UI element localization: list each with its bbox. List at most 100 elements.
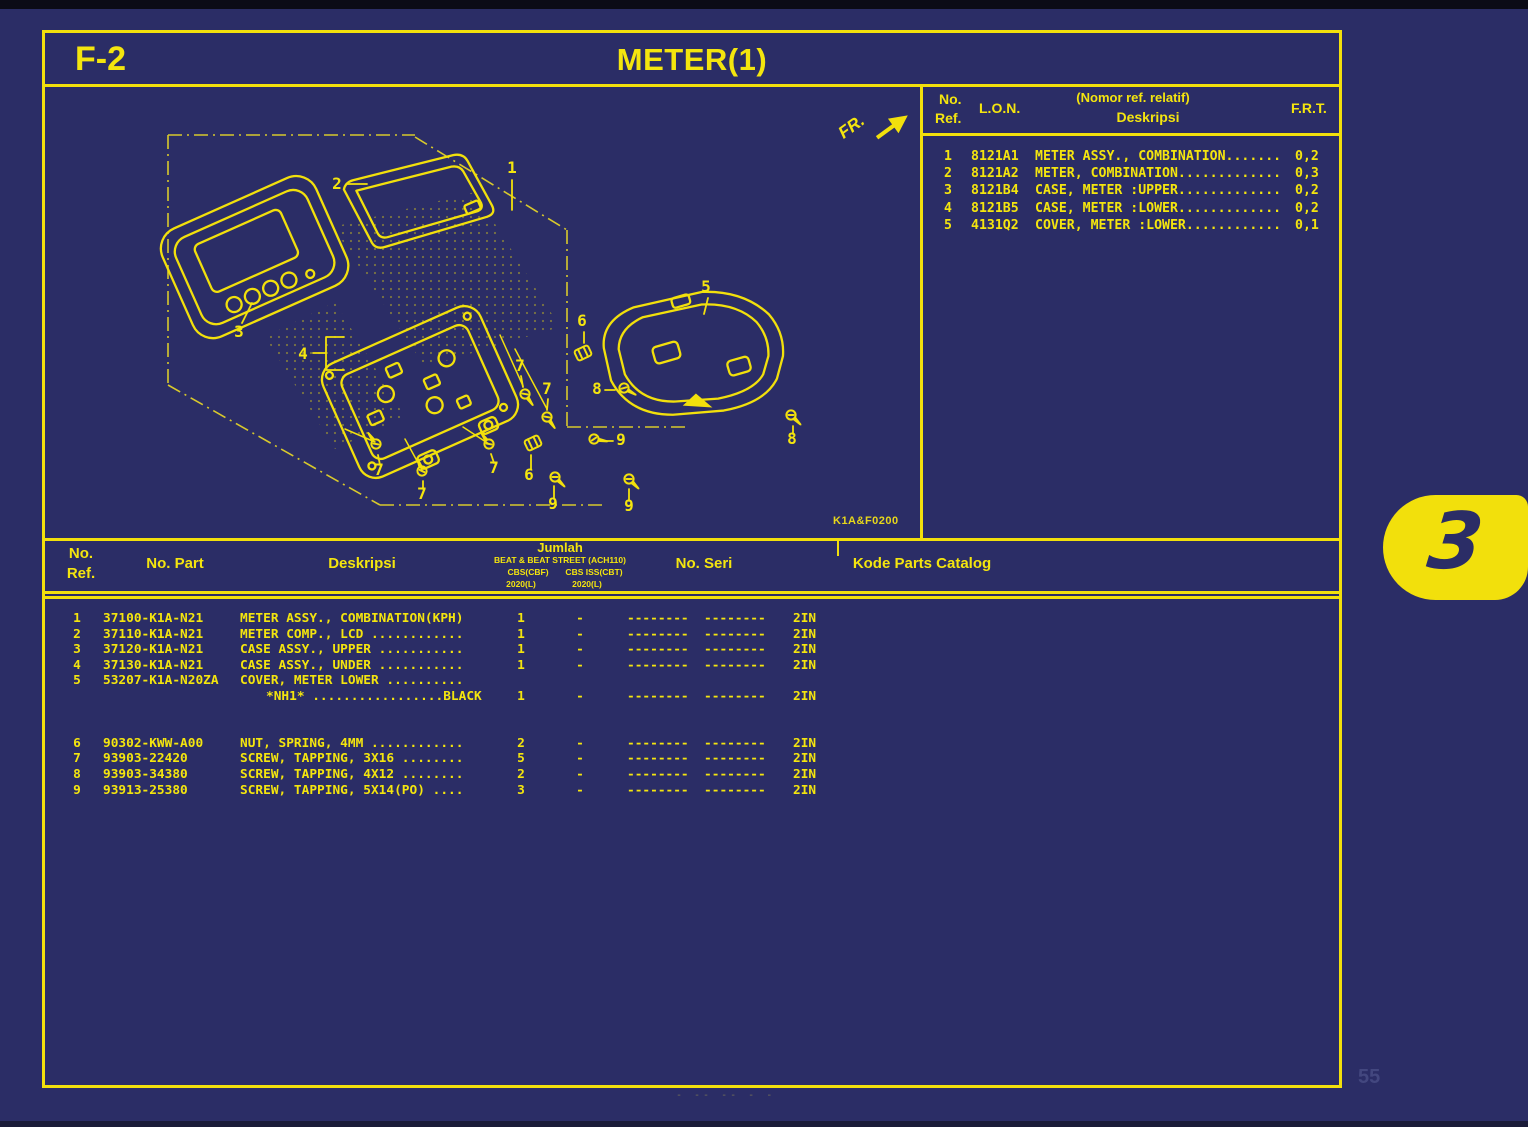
parts-cell-kode: 2IN	[793, 657, 817, 673]
header-divider-tick	[837, 540, 839, 556]
col-desk-note: (Nomor ref. relatif)	[1076, 90, 1190, 105]
col-deskripsi: Deskripsi	[328, 555, 396, 572]
parts-cell-q2: -	[576, 751, 584, 767]
parts-cell-desc: *NH1* .................BLACK	[266, 688, 482, 704]
parts-cell-no: 1	[73, 611, 81, 626]
parts-cell-ser: -------- --------	[627, 657, 766, 673]
parts-table-header: No. Ref. No. Part Deskripsi Jumlah BEAT …	[45, 540, 1339, 594]
lon-reference-table: No. Ref. L.O.N. (Nomor ref. relatif) Des…	[920, 87, 1339, 538]
screw-8	[783, 407, 806, 430]
callout-number-4: 4	[298, 344, 308, 363]
parts-cell-part: 37130-K1A-N21	[103, 657, 204, 673]
ref-cell-no: 2	[944, 166, 952, 182]
callout-number-6: 6	[577, 311, 587, 330]
col-frt: F.R.T.	[1291, 100, 1327, 116]
parts-cell-no: 5	[73, 673, 81, 689]
parts-cell-no: 9	[73, 782, 81, 798]
screw-9	[587, 432, 611, 448]
ref-cell-desc: METER, COMBINATION.............	[1035, 166, 1282, 182]
part-2-meter-comp	[342, 153, 495, 249]
ref-cell-no: 4	[944, 200, 952, 216]
ref-cell-desc: METER ASSY., COMBINATION.......	[1035, 149, 1282, 164]
parts-table-row	[45, 720, 1339, 736]
parts-cell-desc: METER COMP., LCD ............	[240, 626, 464, 642]
col-no-part: No. Part	[146, 555, 204, 572]
callout-number-9: 9	[624, 496, 634, 515]
parts-cell-desc: SCREW, TAPPING, 3X16 ........	[240, 751, 464, 767]
parts-cell-desc: CASE ASSY., UNDER ...........	[240, 657, 464, 673]
callout-number-1: 1	[507, 158, 517, 177]
ref-cell-lon: 8121B4	[971, 183, 1019, 199]
parts-table-row: 4 37130-K1A-N21 CASE ASSY., UNDER ........…	[45, 658, 1339, 674]
parts-cell-q1: 2	[517, 735, 525, 751]
callout-number-7: 7	[542, 379, 552, 398]
parts-cell-part: 37120-K1A-N21	[103, 642, 204, 658]
parts-cell-part: 93913-25380	[103, 782, 188, 798]
parts-cell-kode: 2IN	[793, 642, 817, 658]
parts-cell-ser: -------- --------	[627, 642, 766, 658]
ref-cell-no: 5	[944, 217, 952, 233]
leader-lines	[344, 334, 548, 471]
chapter-tab[interactable]: 3	[1383, 495, 1528, 600]
parts-cell-q1: 2	[517, 766, 525, 782]
parts-cell-q2: -	[576, 766, 584, 782]
col-lon: L.O.N.	[979, 100, 1021, 116]
parts-table-row	[45, 705, 1339, 721]
ref-cell-no: 1	[944, 149, 952, 164]
chapter-tab-number: 3	[1423, 497, 1488, 587]
ref-cell-no: 3	[944, 183, 952, 199]
callout-number-9: 9	[616, 430, 626, 449]
parts-cell-no: 6	[73, 735, 81, 751]
col-kode-parts-catalog: Kode Parts Catalog	[852, 555, 992, 572]
parts-cell-ser: -------- --------	[627, 782, 766, 798]
parts-cell-no: 4	[73, 657, 81, 673]
ref-cell-lon: 8121B5	[971, 200, 1019, 216]
ref-cell-lon: 4131Q2	[971, 217, 1019, 233]
parts-cell-desc: COVER, METER LOWER ..........	[240, 673, 464, 689]
section-code: F-2	[75, 40, 126, 78]
ref-cell-desc: CASE, METER :UPPER.............	[1035, 183, 1282, 199]
part-4-case-under	[320, 304, 520, 480]
callout-leaders	[241, 179, 794, 502]
callout-number-9: 9	[548, 494, 558, 513]
parts-cell-desc: CASE ASSY., UPPER ...........	[240, 642, 464, 658]
screw-9	[621, 471, 644, 494]
parts-cell-ser: -------- --------	[627, 735, 766, 751]
parts-cell-q1: 1	[517, 657, 525, 673]
parts-cell-q2: -	[576, 782, 584, 798]
parts-cell-q2: -	[576, 688, 584, 704]
parts-cell-q1: 1	[517, 626, 525, 642]
parts-cell-kode: 2IN	[793, 626, 817, 642]
callout-number-5: 5	[701, 277, 711, 296]
callout-number-6: 6	[524, 465, 534, 484]
col-no-ref: No.	[68, 545, 94, 562]
catalog-page-frame: F-2 METER(1)	[42, 30, 1342, 1088]
parts-cell-q1: 1	[517, 688, 525, 704]
col-no-seri: No. Seri	[675, 555, 733, 572]
jumlah-col1: CBS(CBF)	[507, 567, 549, 577]
page-number: 55	[1358, 1066, 1381, 1088]
parts-cell-ser: -------- --------	[627, 611, 766, 626]
jumlah-year2: 2020(L)	[572, 579, 602, 589]
callout-number-8: 8	[787, 429, 797, 448]
fr-arrow-icon	[875, 115, 908, 140]
parts-cell-ser: -------- --------	[627, 626, 766, 642]
nut-6	[522, 433, 544, 453]
parts-cell-kode: 2IN	[793, 751, 817, 767]
callout-number-2: 2	[332, 174, 342, 193]
top-letterbox-bar	[0, 0, 1528, 9]
col-no-ref: Ref.	[66, 565, 96, 582]
ref-cell-lon: 8121A1	[971, 149, 1019, 164]
jumlah-year1: 2020(L)	[506, 579, 536, 589]
